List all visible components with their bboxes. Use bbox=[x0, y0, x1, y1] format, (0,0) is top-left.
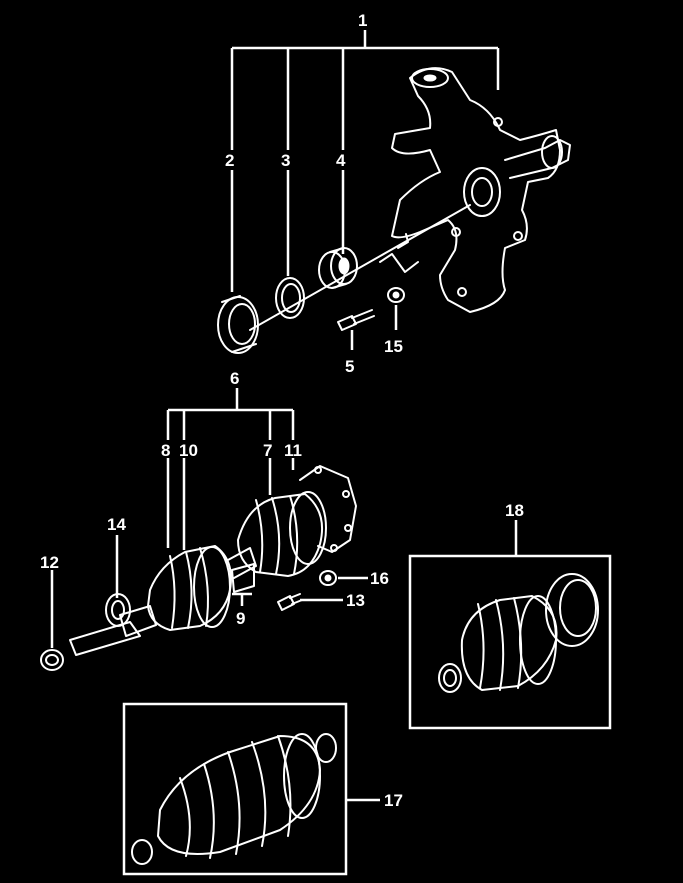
callout-11: 11 bbox=[284, 441, 302, 460]
callout-14: 14 bbox=[107, 515, 126, 534]
callout-13: 13 bbox=[346, 591, 365, 610]
callout-5: 5 bbox=[345, 357, 354, 376]
kit-box-17 bbox=[122, 702, 348, 876]
part-15-nut bbox=[387, 287, 405, 303]
callout-12: 12 bbox=[40, 553, 59, 572]
callout-2: 2 bbox=[225, 151, 234, 170]
part-18-boot-kit bbox=[438, 573, 599, 693]
callout-16: 16 bbox=[370, 569, 389, 588]
drive-shaft-assembly bbox=[69, 465, 357, 656]
part-16-nut bbox=[319, 570, 337, 586]
callout-7: 7 bbox=[263, 441, 272, 460]
callout-10: 10 bbox=[179, 441, 198, 460]
callout-8: 8 bbox=[161, 441, 170, 460]
part-17-boot-kit bbox=[131, 733, 337, 865]
part-5-bolt bbox=[337, 309, 375, 331]
callout-1: 1 bbox=[358, 11, 367, 30]
callouts: 1 2 3 4 5 15 6 8 10 7 11 14 12 9 16 13 1… bbox=[40, 11, 524, 810]
callout-18: 18 bbox=[505, 501, 524, 520]
callout-9: 9 bbox=[236, 609, 245, 628]
part-2-seal bbox=[217, 295, 259, 354]
callout-6: 6 bbox=[230, 369, 239, 388]
leader-lines bbox=[50, 30, 518, 802]
part-4-bearing bbox=[318, 247, 358, 289]
callout-15: 15 bbox=[384, 337, 403, 356]
callout-17: 17 bbox=[384, 791, 403, 810]
part-14-ring bbox=[105, 593, 131, 627]
callout-4: 4 bbox=[336, 151, 346, 170]
kit-box-18 bbox=[408, 554, 612, 730]
callout-3: 3 bbox=[281, 151, 290, 170]
part-12-ring bbox=[40, 649, 64, 671]
steering-knuckle bbox=[249, 67, 571, 331]
part-3-ring bbox=[275, 277, 305, 319]
part-13-bolt bbox=[277, 593, 303, 611]
